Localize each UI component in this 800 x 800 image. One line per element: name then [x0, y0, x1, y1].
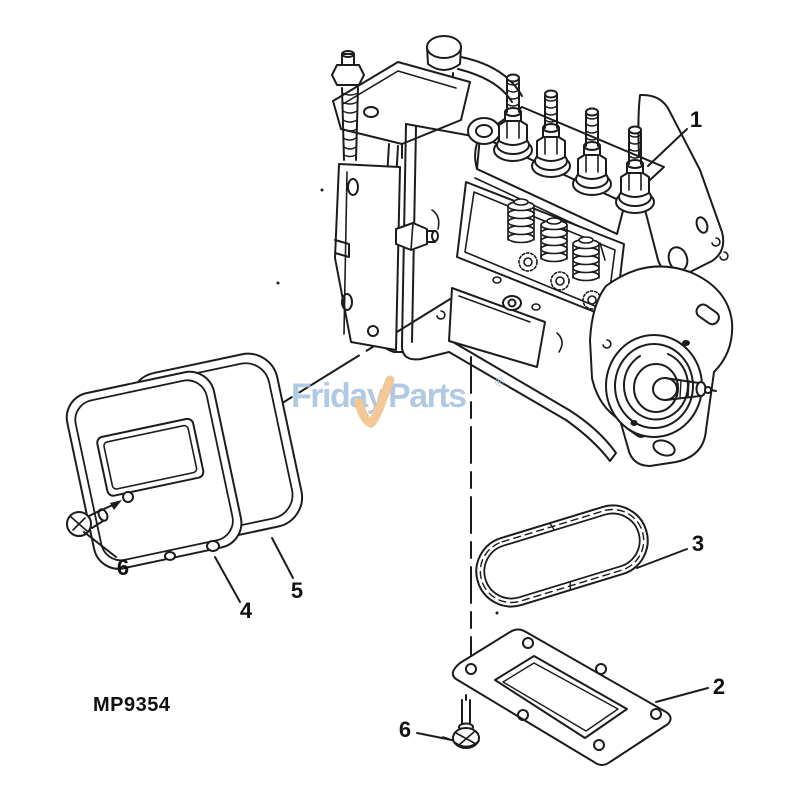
- figure-code: MP9354: [93, 694, 171, 716]
- bottom-cover-plate: [451, 628, 672, 766]
- injection-pump-assembly: [331, 35, 734, 467]
- oval-gasket: [475, 504, 649, 608]
- callout-2: 2: [712, 674, 726, 699]
- side-cover-plate: [65, 370, 243, 570]
- callout-3: 3: [691, 531, 705, 556]
- callout-6-left: 6: [116, 555, 130, 580]
- plunger-springs: [492, 198, 602, 311]
- callout-leader-lines: [83, 128, 709, 741]
- assembly-center-lines: [228, 295, 472, 669]
- delivery-valve-fittings: [493, 73, 655, 214]
- screw-left: [66, 500, 122, 537]
- callout-4: 4: [239, 598, 253, 623]
- callout-6-bottom: 6: [398, 717, 412, 742]
- callout-5: 5: [290, 578, 304, 603]
- callout-1: 1: [689, 107, 703, 132]
- scan-specks: [276, 188, 499, 615]
